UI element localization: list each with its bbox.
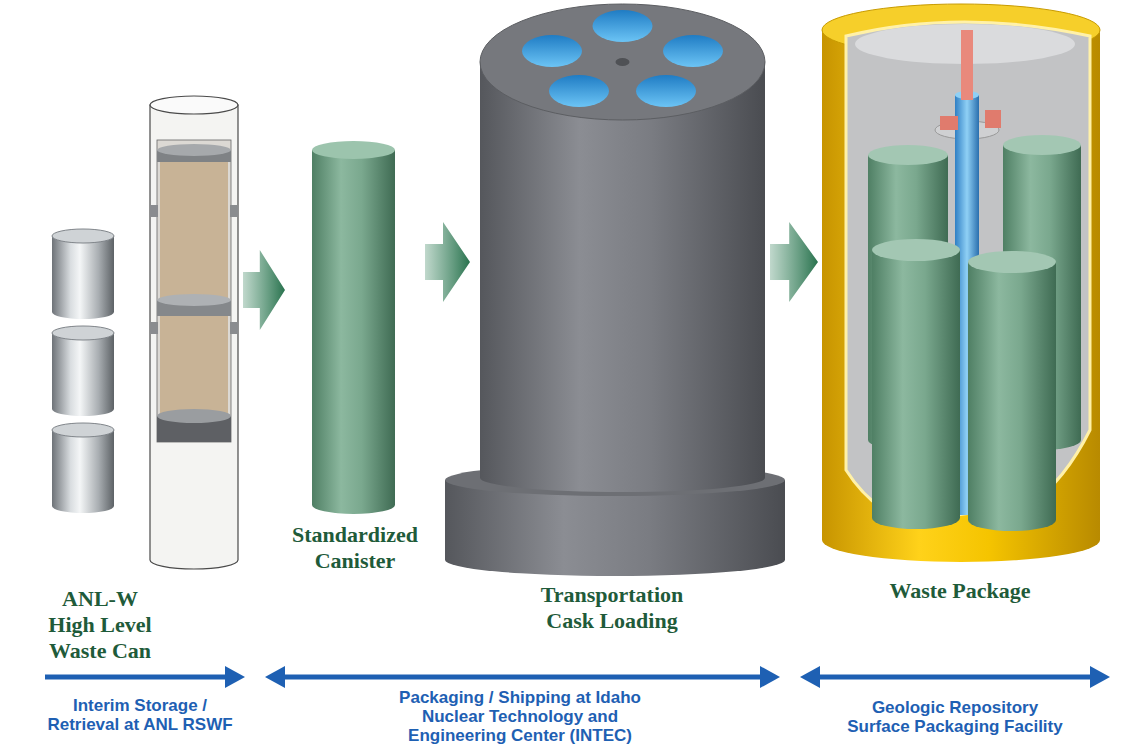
canister-slot (549, 75, 609, 107)
phase-arrow (45, 666, 245, 688)
support-tab (150, 205, 158, 217)
canister-top (1003, 135, 1081, 155)
canister-body (968, 262, 1056, 520)
can-body (52, 430, 114, 506)
arrow-head (800, 666, 820, 688)
package-interior (846, 22, 1090, 522)
standardized-canister (312, 141, 395, 514)
cask-top (480, 4, 765, 120)
cutaway-canister (150, 96, 238, 569)
waste-package (822, 4, 1100, 562)
divider-plate-face (157, 294, 231, 306)
canister-top (312, 141, 395, 159)
cutaway-window (157, 140, 231, 442)
canister-top (968, 251, 1056, 273)
arrow-shaft (282, 675, 763, 680)
arrow-shaft (817, 675, 1093, 680)
support-tab (230, 322, 238, 334)
stage-node: ANL-W High Level Waste Can (35, 95, 243, 670)
phase-label-box: Geologic Repository Surface Packaging Fa… (844, 698, 1066, 736)
arrow-head (225, 666, 245, 688)
package-canister (872, 239, 960, 529)
arrow-shaft (45, 675, 228, 680)
stage-node: Standardized Canister (285, 140, 425, 580)
phase-arrow (800, 666, 1110, 688)
can-body (52, 236, 114, 312)
can-lid (52, 423, 114, 437)
waste-contents (160, 316, 228, 416)
center-hole (616, 58, 630, 66)
waste-can (52, 229, 114, 319)
canister-slot (593, 10, 653, 42)
stage-node: Transportation Cask Loading (470, 0, 770, 640)
can-lid (52, 326, 114, 340)
fitting (985, 110, 1001, 128)
stage-label: Transportation Cask Loading (527, 582, 697, 634)
canister-slot (522, 35, 582, 67)
stage-label: Standardized Canister (285, 522, 425, 574)
canister-top (150, 96, 238, 114)
phase-label: Interim Storage / Retrieval at ANL RSWF (41, 696, 239, 734)
top-plate-face (157, 144, 231, 156)
phase-label-box: Packaging / Shipping at Idaho Nuclear Te… (385, 688, 655, 745)
transportation-cask (445, 4, 785, 576)
canister-body (872, 250, 960, 518)
support-tab (230, 205, 238, 217)
canister-shell (150, 105, 238, 569)
phase-arrow (265, 666, 780, 688)
waste-can (52, 423, 114, 513)
flow-arrow (243, 250, 285, 330)
flow-arrow (425, 222, 470, 302)
stage-node: Waste Package (818, 0, 1103, 610)
support-tab (150, 322, 158, 334)
arrow-head (265, 666, 285, 688)
cask-body (480, 62, 765, 492)
phase-label: Packaging / Shipping at Idaho Nuclear Te… (385, 688, 655, 745)
lifting-post (961, 30, 973, 100)
phase-label: Geologic Repository Surface Packaging Fa… (844, 698, 1066, 736)
canister-top (868, 145, 948, 165)
arrow-head (1090, 666, 1110, 688)
waste-contents (160, 162, 228, 300)
canister-body (312, 150, 395, 505)
stage-label: Waste Package (860, 578, 1060, 604)
phase-label-box: Interim Storage / Retrieval at ANL RSWF (41, 696, 239, 734)
arrow-head (760, 666, 780, 688)
flow-arrow (770, 222, 818, 302)
canister-slot (663, 35, 723, 67)
can-lid (52, 229, 114, 243)
bottom-plate-face (157, 409, 231, 423)
package-canister (968, 251, 1056, 531)
fitting (940, 116, 958, 130)
stage-label: ANL-W High Level Waste Can (42, 586, 158, 664)
waste-can (52, 326, 114, 416)
can-body (52, 333, 114, 409)
canister-top (872, 239, 960, 261)
canister-slot (636, 75, 696, 107)
